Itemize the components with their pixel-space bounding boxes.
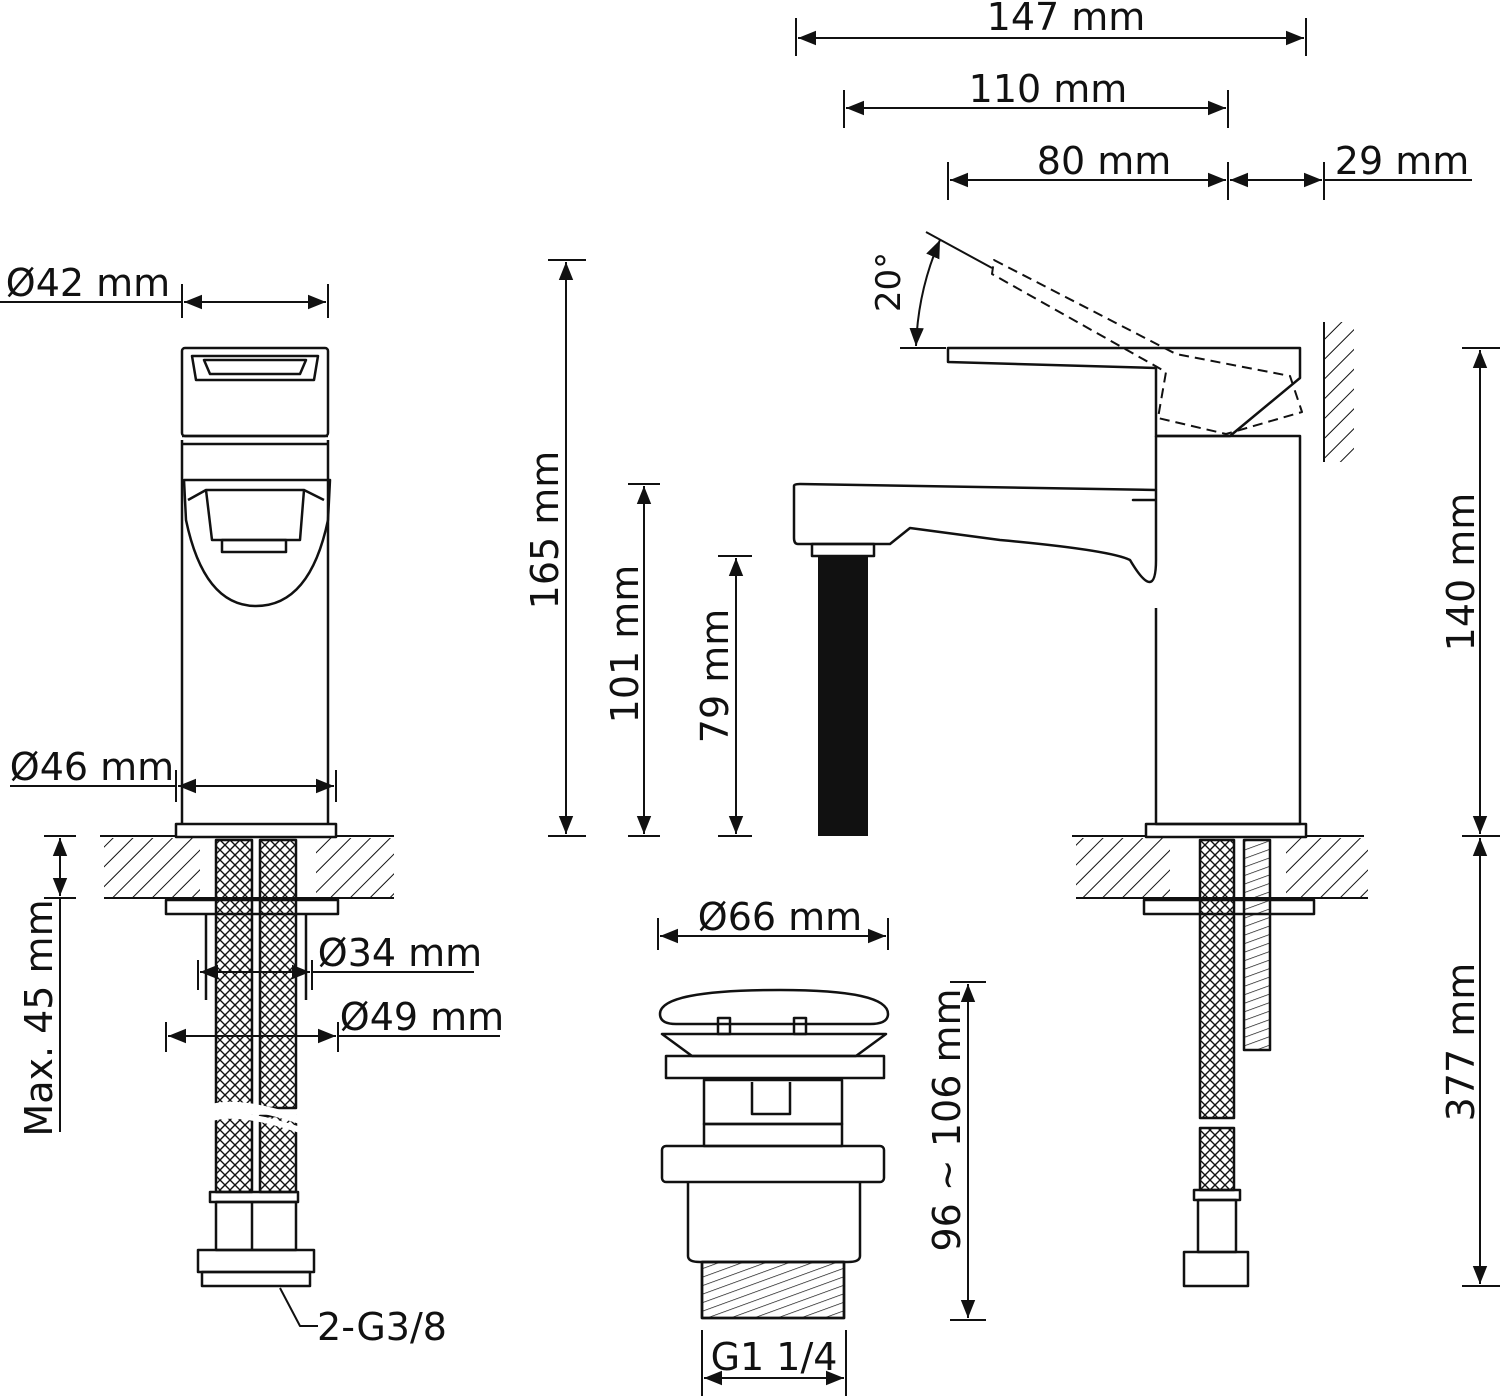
dim-lever-angle: 20°: [869, 252, 909, 312]
dim-max-deck-thickness: Max. 45 mm: [17, 899, 61, 1136]
dim-lever-length: 80 mm: [1037, 139, 1171, 183]
side-view: [792, 259, 1368, 1288]
dim-washer-diameter: Ø49 mm: [340, 995, 504, 1039]
dim-hose-diameter: Ø34 mm: [318, 931, 482, 975]
drain-view: [658, 988, 890, 1320]
dim-outlet-clearance: 79 mm: [693, 609, 737, 743]
dim-overall-length: 147 mm: [987, 0, 1146, 39]
dim-body-height: 140 mm: [1439, 493, 1483, 652]
dim-body-diameter: Ø46 mm: [10, 745, 174, 789]
front-view: [100, 346, 394, 1327]
dim-overall-height: 165 mm: [523, 451, 567, 610]
dimension-lines: [0, 18, 1500, 1396]
dim-hose-thread: 2-G3/8: [317, 1305, 447, 1349]
dim-cap-diameter: Ø42 mm: [6, 261, 170, 305]
dim-hose-length: 377 mm: [1439, 963, 1483, 1122]
dim-wall-offset: 29 mm: [1335, 139, 1469, 183]
dim-spout-reach: 110 mm: [969, 67, 1128, 111]
dim-drain-thread: G1 1/4: [711, 1335, 838, 1379]
dim-drain-cap-diameter: Ø66 mm: [698, 895, 862, 939]
dim-spout-height: 101 mm: [603, 565, 647, 724]
dim-drain-length: 96 ~ 106 mm: [925, 989, 969, 1252]
dimension-labels: 147 mm 110 mm 80 mm 29 mm 20° Ø42 mm Ø46…: [6, 0, 1483, 1379]
